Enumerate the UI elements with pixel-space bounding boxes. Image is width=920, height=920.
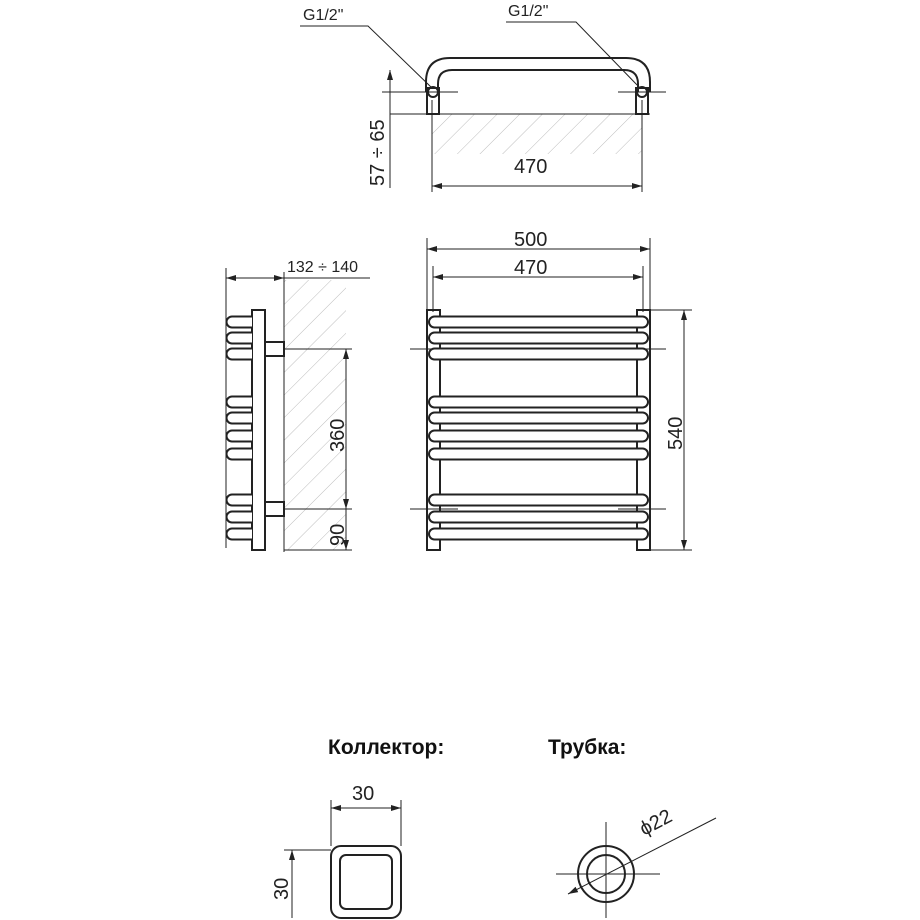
tube-inner bbox=[586, 854, 626, 894]
side-tube-4 bbox=[225, 395, 252, 409]
dim-top-470-label: 470 bbox=[514, 156, 547, 178]
connection-left-label: G1/2" bbox=[303, 7, 343, 24]
collector-section: Коллектор: 30 30 bbox=[271, 736, 444, 919]
connection-right-label: G1/2" bbox=[508, 3, 548, 20]
front-tube-5 bbox=[428, 411, 649, 425]
front-tube-8 bbox=[428, 493, 649, 507]
tube-outer bbox=[577, 845, 635, 903]
front-tube-7 bbox=[428, 447, 649, 461]
side-bracket-top bbox=[264, 341, 285, 357]
front-tube-1 bbox=[428, 315, 649, 329]
side-tube-3 bbox=[225, 347, 252, 361]
dim-90-label: 90 bbox=[327, 524, 349, 546]
side-tube-6 bbox=[225, 429, 252, 443]
dim-wall-distance-label: 57 ÷ 65 bbox=[367, 119, 389, 186]
collector-heading: Коллектор: bbox=[328, 736, 444, 759]
side-tube-1 bbox=[225, 315, 252, 329]
side-bracket-bottom bbox=[264, 501, 285, 517]
top-tube-outer bbox=[425, 57, 651, 92]
front-tube-10 bbox=[428, 527, 649, 541]
tube-heading: Трубка: bbox=[548, 736, 626, 759]
front-tube-3 bbox=[428, 347, 649, 361]
dim-tube-diameter-label: ϕ22 bbox=[636, 805, 676, 840]
collector-outer bbox=[330, 845, 402, 919]
tube-section: Трубка: ϕ22 bbox=[548, 736, 717, 918]
wall-hatching-top bbox=[432, 114, 642, 154]
dim-front-470-label: 470 bbox=[514, 257, 547, 279]
wall-hatching-side bbox=[284, 280, 346, 550]
dim-540-label: 540 bbox=[665, 417, 687, 450]
dim-collector-height-label: 30 bbox=[271, 878, 293, 900]
leader-right bbox=[506, 21, 641, 89]
front-tube-4 bbox=[428, 395, 649, 409]
dim-tube-diameter bbox=[567, 817, 717, 895]
dim-depth-label: 132 ÷ 140 bbox=[287, 259, 358, 276]
side-tube-9 bbox=[225, 510, 252, 524]
dim-360-label: 360 bbox=[327, 419, 349, 452]
top-view: G1/2" G1/2" 57 ÷ 65 470 bbox=[300, 3, 666, 192]
side-tube-10 bbox=[225, 527, 252, 541]
side-collector bbox=[251, 309, 266, 551]
side-tube-7 bbox=[225, 447, 252, 461]
top-tube-inner bbox=[437, 69, 639, 92]
front-tubes bbox=[428, 315, 649, 541]
front-tube-2 bbox=[428, 331, 649, 345]
side-tube-5 bbox=[225, 411, 252, 425]
front-tube-9 bbox=[428, 510, 649, 524]
side-tubes bbox=[225, 315, 252, 541]
collector-inner bbox=[339, 854, 393, 910]
dim-collector-width-label: 30 bbox=[352, 783, 374, 805]
side-tube-8 bbox=[225, 493, 252, 507]
side-view: 132 ÷ 140 360 90 bbox=[225, 259, 370, 552]
side-tube-2 bbox=[225, 331, 252, 345]
front-view: 500 470 540 bbox=[410, 229, 692, 551]
front-tube-6 bbox=[428, 429, 649, 443]
leader-left bbox=[300, 25, 433, 89]
dim-500-label: 500 bbox=[514, 229, 547, 251]
